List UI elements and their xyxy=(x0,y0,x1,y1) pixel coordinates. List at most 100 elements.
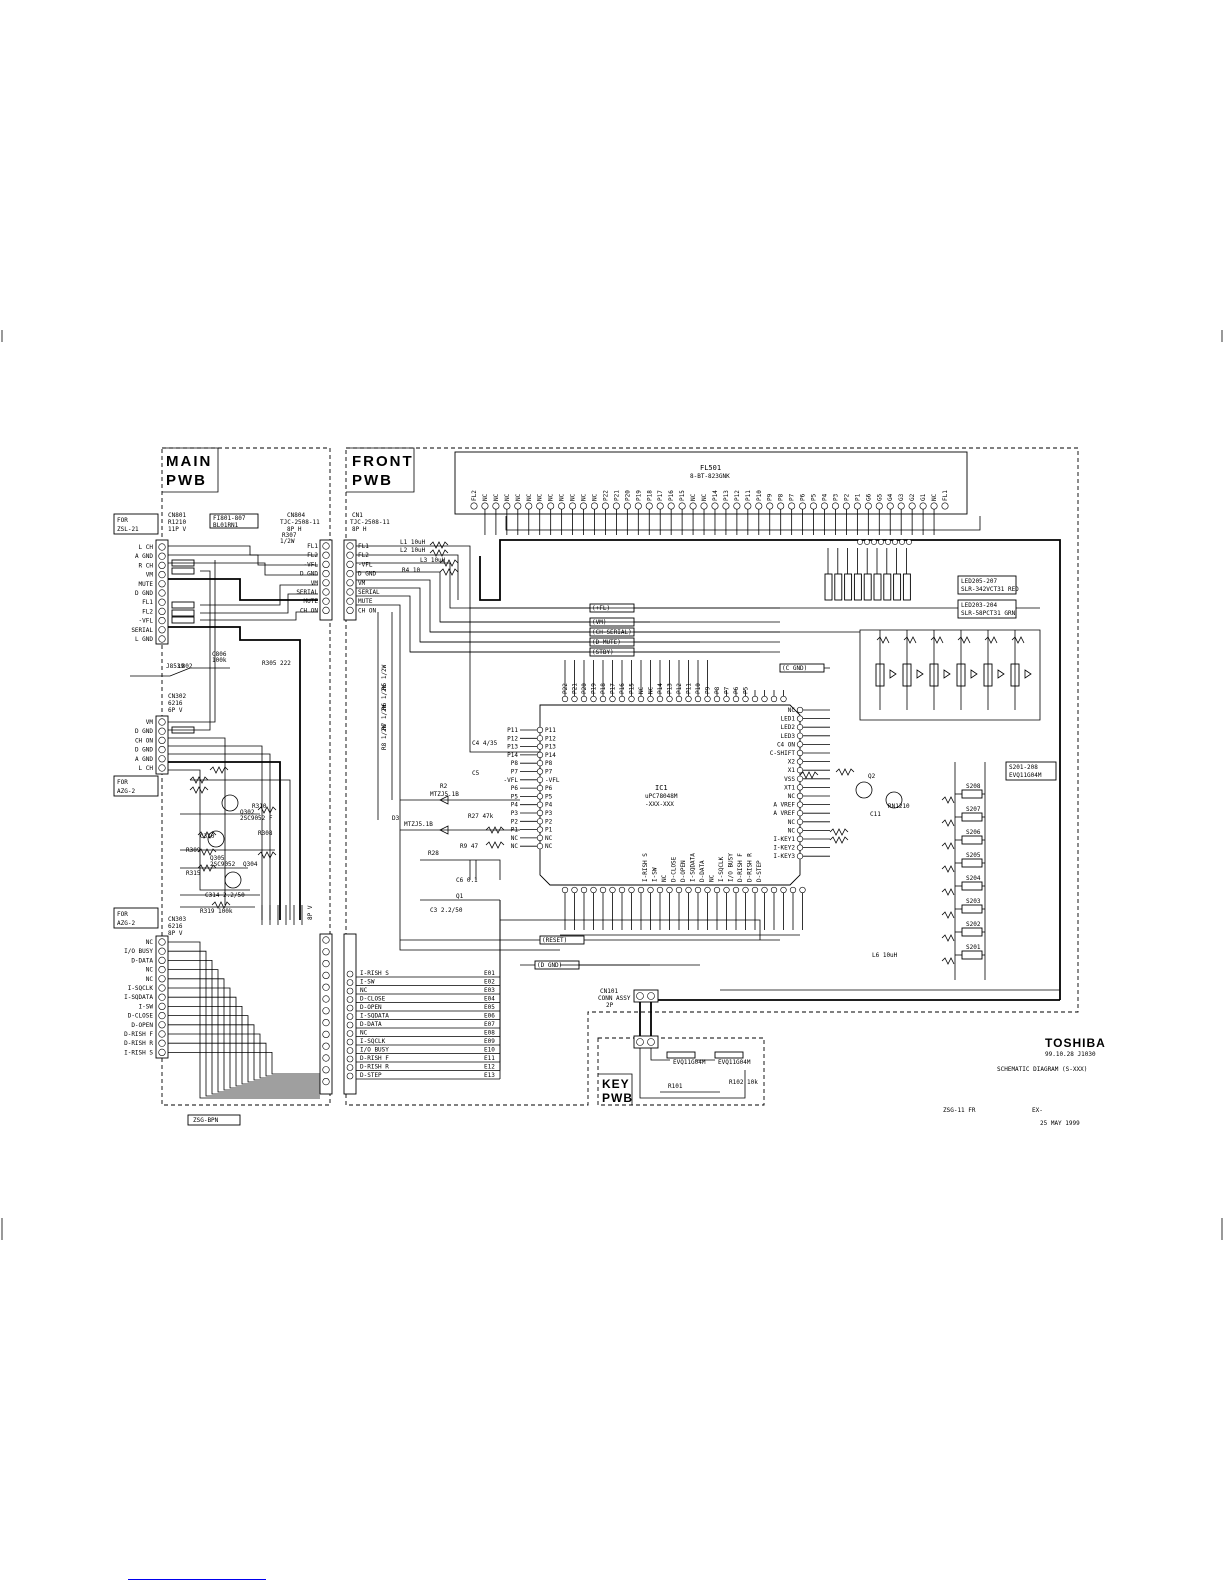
cn303-pins-pin-3 xyxy=(158,965,166,974)
led-symbol-1 xyxy=(916,669,924,679)
cn101-pins: 2P xyxy=(606,1002,614,1009)
ic-bottom-pin-9 xyxy=(647,886,654,894)
fl-pin-40 xyxy=(908,502,916,510)
fl-pin-label-24: P12 xyxy=(734,490,741,501)
front-part-23: L6 10uH xyxy=(872,952,898,959)
cn801-pins-pin-2 xyxy=(158,561,166,570)
ic-top-pin-13 xyxy=(685,695,692,703)
cn303-pins-label-0: NC xyxy=(146,939,154,946)
for-label-3-line2: AZG-2 xyxy=(117,920,135,927)
fl-pin-0 xyxy=(470,502,478,510)
ic-right-pin-7 xyxy=(796,767,804,774)
cn804-pins-pin-6 xyxy=(322,597,330,605)
ic-right-label-8: VSS xyxy=(784,776,795,783)
cn302-pins-pin-2 xyxy=(158,736,166,745)
ic-right-pin-4 xyxy=(796,741,804,748)
fl-pin-label-7: NC xyxy=(548,493,555,501)
ic-left-net-10: P3 xyxy=(511,810,519,817)
fl-pin-37 xyxy=(875,502,883,510)
led-resistor-3 xyxy=(957,636,971,644)
cn804-pins-label-6: MUTE xyxy=(304,598,319,605)
cn303-pins-pin-1 xyxy=(158,947,166,955)
conn-signal-10: D-RISH F xyxy=(360,1055,389,1062)
conn-code-10: E11 xyxy=(484,1055,495,1062)
ic1-part: uPC78048M xyxy=(645,793,678,800)
fl-pin-label-12: P22 xyxy=(602,490,609,501)
footer-link-underline xyxy=(128,1579,266,1580)
fl-pin-25 xyxy=(744,502,752,510)
cn1-pins-label-3: D GND xyxy=(358,571,376,578)
ic-right-label-5: C-SHIFT xyxy=(770,750,796,757)
ic-right-pin-5 xyxy=(796,749,804,757)
main-resistor-7 xyxy=(257,851,277,859)
fl-pin-label-4: NC xyxy=(515,493,522,501)
ic1-suffix: -XXX-XXX xyxy=(645,801,674,808)
ic-left-label-10: P3 xyxy=(545,810,553,817)
fl-pin-7 xyxy=(547,502,555,510)
cn1-part: TJC-2508-11 xyxy=(350,519,390,526)
ic-bottom-pin-5 xyxy=(609,886,616,894)
ic-top-label-1: P21 xyxy=(572,683,579,694)
front-part-9: C5 xyxy=(472,770,480,777)
ic-top-pin-4 xyxy=(599,695,607,703)
front-part-14: R27 47k xyxy=(468,813,494,820)
ic-bottom-label-4: D-OPEN xyxy=(680,860,687,882)
for-label-2-line2: AZG-2 xyxy=(117,788,135,795)
cn801-pins-pin-10 xyxy=(158,635,166,643)
ic-top-pin-1 xyxy=(571,695,578,703)
cap-top-4 xyxy=(863,573,872,601)
cn303-pins-label-4: NC xyxy=(146,976,154,983)
ic-right-pin-16 xyxy=(796,844,804,851)
fl-display-part: 8-BT-823GNK xyxy=(690,473,730,480)
fl-pin-32 xyxy=(821,502,829,510)
cn801-pins-label-6: FL1 xyxy=(142,599,153,606)
cn1-pins-label-6: MUTE xyxy=(358,598,373,605)
cn1-pins-label-5: SERIAL xyxy=(358,589,380,596)
ic-left-label-8: P5 xyxy=(545,793,553,800)
main-pwb-title-2: PWB xyxy=(166,472,207,489)
cn303-part: 6216 xyxy=(168,923,183,930)
main-13p-pin-9 xyxy=(322,1042,330,1050)
fl-pin-19 xyxy=(678,502,686,510)
bus-label-2: (CH-SERIAL) xyxy=(592,629,632,636)
ic-top-pin-23 xyxy=(780,695,787,703)
bus-label-6: (D GND) xyxy=(537,962,562,969)
cn303-pins-pin-7 xyxy=(158,1002,166,1011)
conn-pin-3 xyxy=(346,996,354,1003)
capacitor-row xyxy=(824,539,912,601)
cn303-pins-pin-0 xyxy=(158,938,166,946)
conn-pin-4 xyxy=(346,1004,354,1012)
ic-top-label-2: P20 xyxy=(581,683,588,694)
ic-right-label-3: LED3 xyxy=(781,733,796,740)
fl-pin-27 xyxy=(766,502,774,510)
main-pwb: MAIN PWB FOR ZSL-21 FOR AZG-2 FOR AZG-2 … xyxy=(113,447,333,1126)
fl-pin-label-34: P2 xyxy=(843,493,850,501)
ic-top-pin-20 xyxy=(751,695,759,703)
ic-top-label-17: P7 xyxy=(724,686,731,694)
ic-bottom-pin-18 xyxy=(732,886,740,894)
ic-top-label-6: P16 xyxy=(619,683,626,694)
switch-label-0: S208 xyxy=(966,783,981,790)
ic-left-pin-14 xyxy=(536,843,544,850)
ic-bottom-label-6: D-DATA xyxy=(699,860,706,882)
cn303-pins-pin-6 xyxy=(158,993,166,1001)
ic-top-label-3: P19 xyxy=(591,683,598,694)
ic-left-pin-12 xyxy=(536,826,544,833)
led-resistor-4 xyxy=(984,636,998,644)
fl-pin-16 xyxy=(645,502,653,510)
cn1-pins-label-0: FL1 xyxy=(358,543,369,550)
ic-bottom-pin-6 xyxy=(618,886,626,894)
fl-pin-label-30: P6 xyxy=(800,493,807,501)
ferrite-3 xyxy=(171,609,195,617)
cap-top-5 xyxy=(873,573,882,601)
fl-pin-9 xyxy=(569,502,577,510)
main-13p-pin-0 xyxy=(322,936,330,944)
switch-label-4: S204 xyxy=(966,875,981,882)
ic-left-label-5: P7 xyxy=(545,769,553,776)
cn302-ref: CN302 xyxy=(168,693,186,700)
fl-pin-11 xyxy=(590,502,598,510)
ic-bottom-label-10: D-RISH F xyxy=(737,853,744,882)
cn302-pins-label-1: D GND xyxy=(135,728,153,735)
